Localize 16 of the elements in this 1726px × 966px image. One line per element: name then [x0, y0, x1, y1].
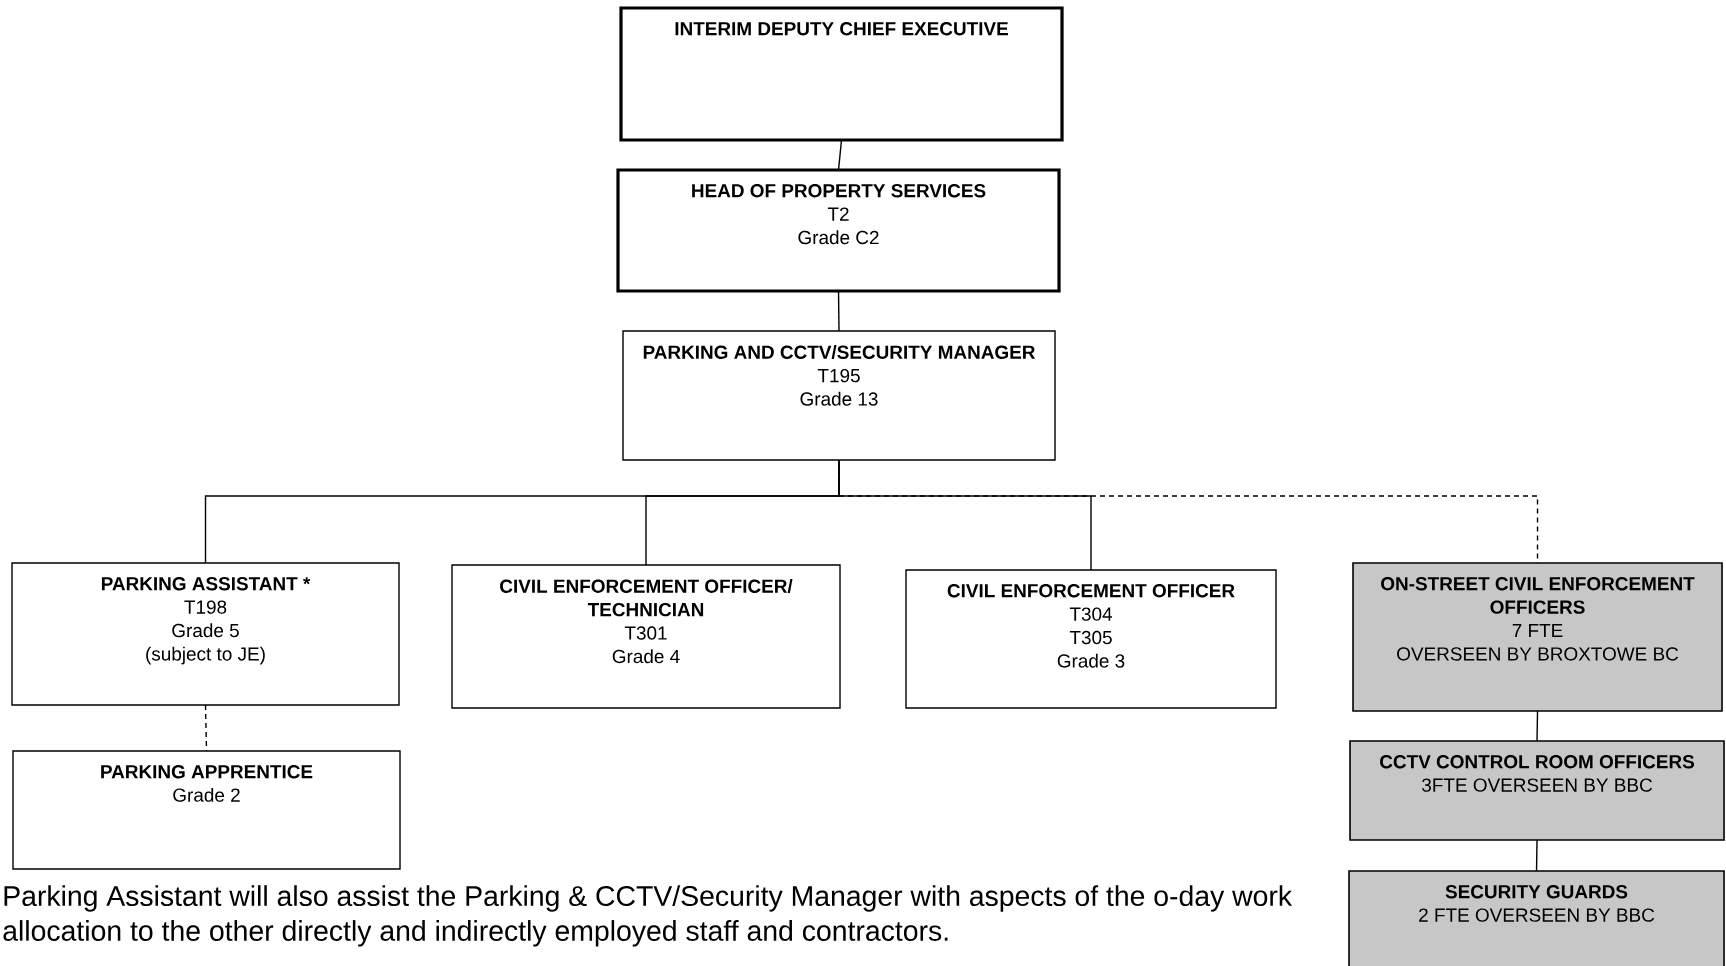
org-box: CCTV CONTROL ROOM OFFICERS 3FTE OVERSEEN BY BBC — [1349, 740, 1725, 841]
org-box: SECURITY GUARDS 2 FTE OVERSEEN BY BBC — [1348, 870, 1725, 966]
org-box: INTERIM DEPUTY CHIEF EXECUTIVE — [619, 6, 1064, 142]
org-box: ON-STREET CIVIL ENFORCEMENT OFFICERS 7 FTE OVERSEEN BY BROXTOWE BC — [1352, 562, 1723, 712]
org-box: PARKING AND CCTV/SECURITY MANAGER T195 Grade 13 — [622, 330, 1056, 461]
connector-line — [1536, 710, 1539, 742]
org-box: CIVIL ENFORCEMENT OFFICER/ TECHNICIAN T301 Grade 4 — [451, 564, 841, 709]
footnote: Parking Assistant will also assist the Parking & CCTV/Security Manager with aspects of the o-day work allocation to the other directly and indirectly employed staff and contractors. — [3, 885, 1293, 947]
org-box: HEAD OF PROPERTY SERVICES T2 Grade C2 — [616, 168, 1061, 293]
connector-line — [204, 704, 208, 752]
connector-line — [1535, 839, 1538, 872]
org-box: PARKING APPRENTICE Grade 2 — [12, 750, 401, 870]
connector-line — [837, 290, 840, 332]
org-box: PARKING ASSISTANT * T198 Grade 5 (subject to JE) — [11, 562, 400, 706]
org-box: CIVIL ENFORCEMENT OFFICER T304 T305 Grade 3 — [905, 569, 1277, 709]
connector-line — [837, 139, 843, 171]
